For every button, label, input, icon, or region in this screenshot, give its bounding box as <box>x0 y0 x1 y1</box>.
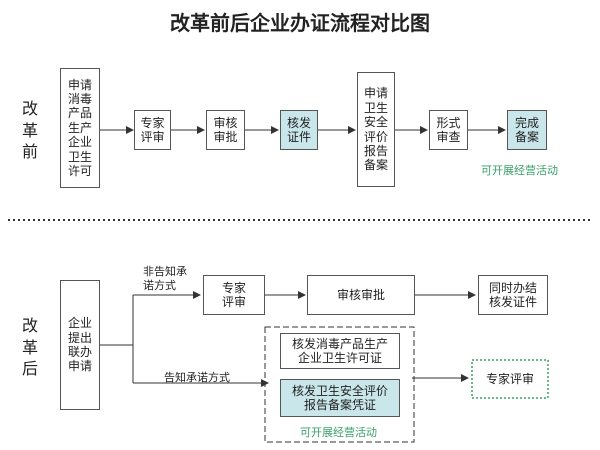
after-node-issue-filing: 核发卫生安全评价 报告备案凭证 <box>280 379 400 417</box>
before-node-issue-certificate: 核发 证件 <box>280 110 318 150</box>
branch-label-upper: 非告知承 诺方式 <box>143 265 187 292</box>
after-node-issue-together: 同时办结 核发证件 <box>478 275 548 315</box>
after-note: 可开展经营活动 <box>300 426 377 439</box>
branch-label-lower: 告知承诺方式 <box>164 371 230 384</box>
before-node-review-approve: 审核 审批 <box>206 110 245 150</box>
before-node-form-check: 形式 审查 <box>429 110 468 150</box>
page-title: 改革前后企业办证流程对比图 <box>170 11 430 35</box>
after-node-issue-license: 核发消毒产品生产 企业卫生许可证 <box>280 333 400 369</box>
after-node-expert-review: 专家 评审 <box>203 275 265 315</box>
after-node-review-approve: 审核审批 <box>307 275 415 315</box>
before-node-expert-review: 专家 评审 <box>134 110 171 150</box>
lower-group-frame <box>264 326 415 443</box>
before-label: 改 革 前 <box>21 99 38 162</box>
before-note: 可开展经营活动 <box>481 164 558 177</box>
before-node-apply-license: 申请 消毒 产品 生产 企业 卫生 许可 <box>60 68 100 188</box>
before-node-apply-filing: 申请 卫生 安全 评价 报告 备案 <box>357 72 395 187</box>
after-node-apply-joint: 企业 提出 联办 申请 <box>60 280 100 410</box>
after-node-expert-review-dashed: 专家评审 <box>485 371 534 386</box>
before-node-complete-filing: 完成 备案 <box>507 110 547 150</box>
expert-dashed-frame <box>471 359 549 399</box>
after-label: 改 革 后 <box>21 316 38 379</box>
